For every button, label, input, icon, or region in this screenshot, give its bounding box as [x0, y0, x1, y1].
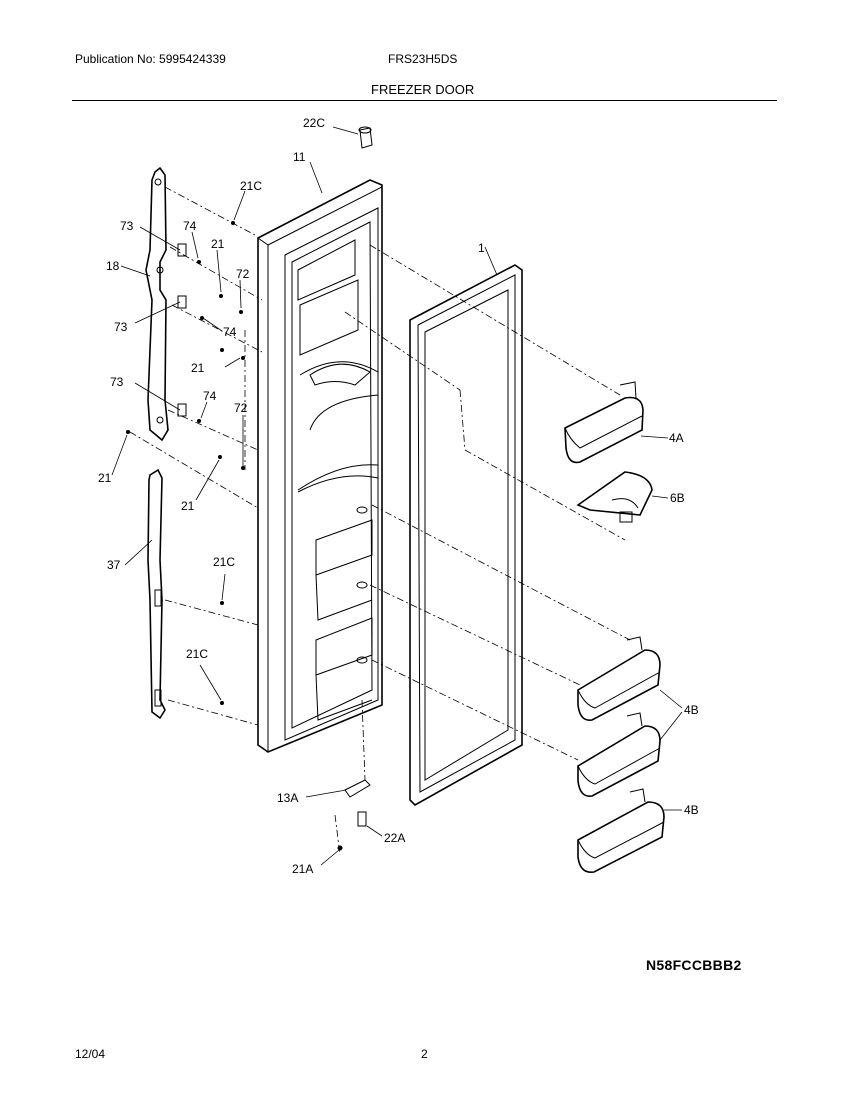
header-rule	[72, 100, 777, 101]
callout-4b-b: 4B	[684, 803, 699, 817]
callout-73-b: 73	[114, 320, 128, 334]
callout-21-c: 21	[98, 471, 112, 485]
callout-6b: 6B	[670, 491, 685, 505]
callout-21-a: 21	[211, 237, 225, 251]
page-number: 2	[421, 1047, 428, 1061]
leader-lines	[111, 126, 683, 866]
door-gasket	[409, 264, 523, 806]
callout-18: 18	[106, 259, 120, 273]
footer-date: 12/04	[75, 1047, 106, 1061]
callout-4b-a: 4B	[684, 703, 699, 717]
callout-21a: 21A	[292, 862, 313, 876]
callout-21c-low: 21C	[186, 647, 208, 661]
bottom-hinge	[337, 779, 371, 851]
top-hinge-pin	[358, 126, 373, 149]
callout-37: 37	[107, 558, 121, 572]
callout-1: 1	[478, 241, 485, 255]
callout-74-a: 74	[183, 219, 197, 233]
callout-74-c: 74	[203, 389, 217, 403]
diagram-code: N58FCCBBB2	[646, 957, 742, 973]
callout-72-a: 72	[236, 267, 250, 281]
section-title: FREEZER DOOR	[371, 82, 475, 97]
callout-21-d: 21	[181, 499, 195, 513]
callout-73-a: 73	[120, 219, 134, 233]
callout-21-b: 21	[191, 361, 205, 375]
callout-21c-top: 21C	[240, 179, 262, 193]
callout-22c-top: 22C	[303, 116, 325, 130]
lower-handle	[147, 468, 224, 720]
callout-labels: 22C 11 21C 73 74 21 72 18 73 74 21 73 74…	[98, 116, 699, 876]
publication-number: Publication No: 5995424339	[75, 52, 226, 66]
callout-72-b: 72	[234, 401, 248, 415]
callout-74-b: 74	[223, 325, 237, 339]
model-number: FRS23H5DS	[388, 52, 458, 66]
ice-cup-6b	[576, 471, 653, 523]
door-bin-4b-middle	[577, 712, 661, 798]
door-bin-4b-upper	[577, 636, 661, 722]
door-liner	[257, 179, 383, 753]
door-bin-4a	[564, 381, 644, 464]
callout-11: 11	[293, 150, 306, 164]
callout-4a: 4A	[669, 431, 684, 445]
callout-13a: 13A	[277, 791, 298, 805]
door-bin-4b-lower	[577, 788, 665, 874]
callout-21c-mid: 21C	[213, 555, 235, 569]
callout-22a: 22A	[384, 831, 405, 845]
upper-hinge-bracket	[126, 166, 245, 470]
assembly-lines	[129, 186, 631, 856]
callout-73-c: 73	[110, 375, 124, 389]
